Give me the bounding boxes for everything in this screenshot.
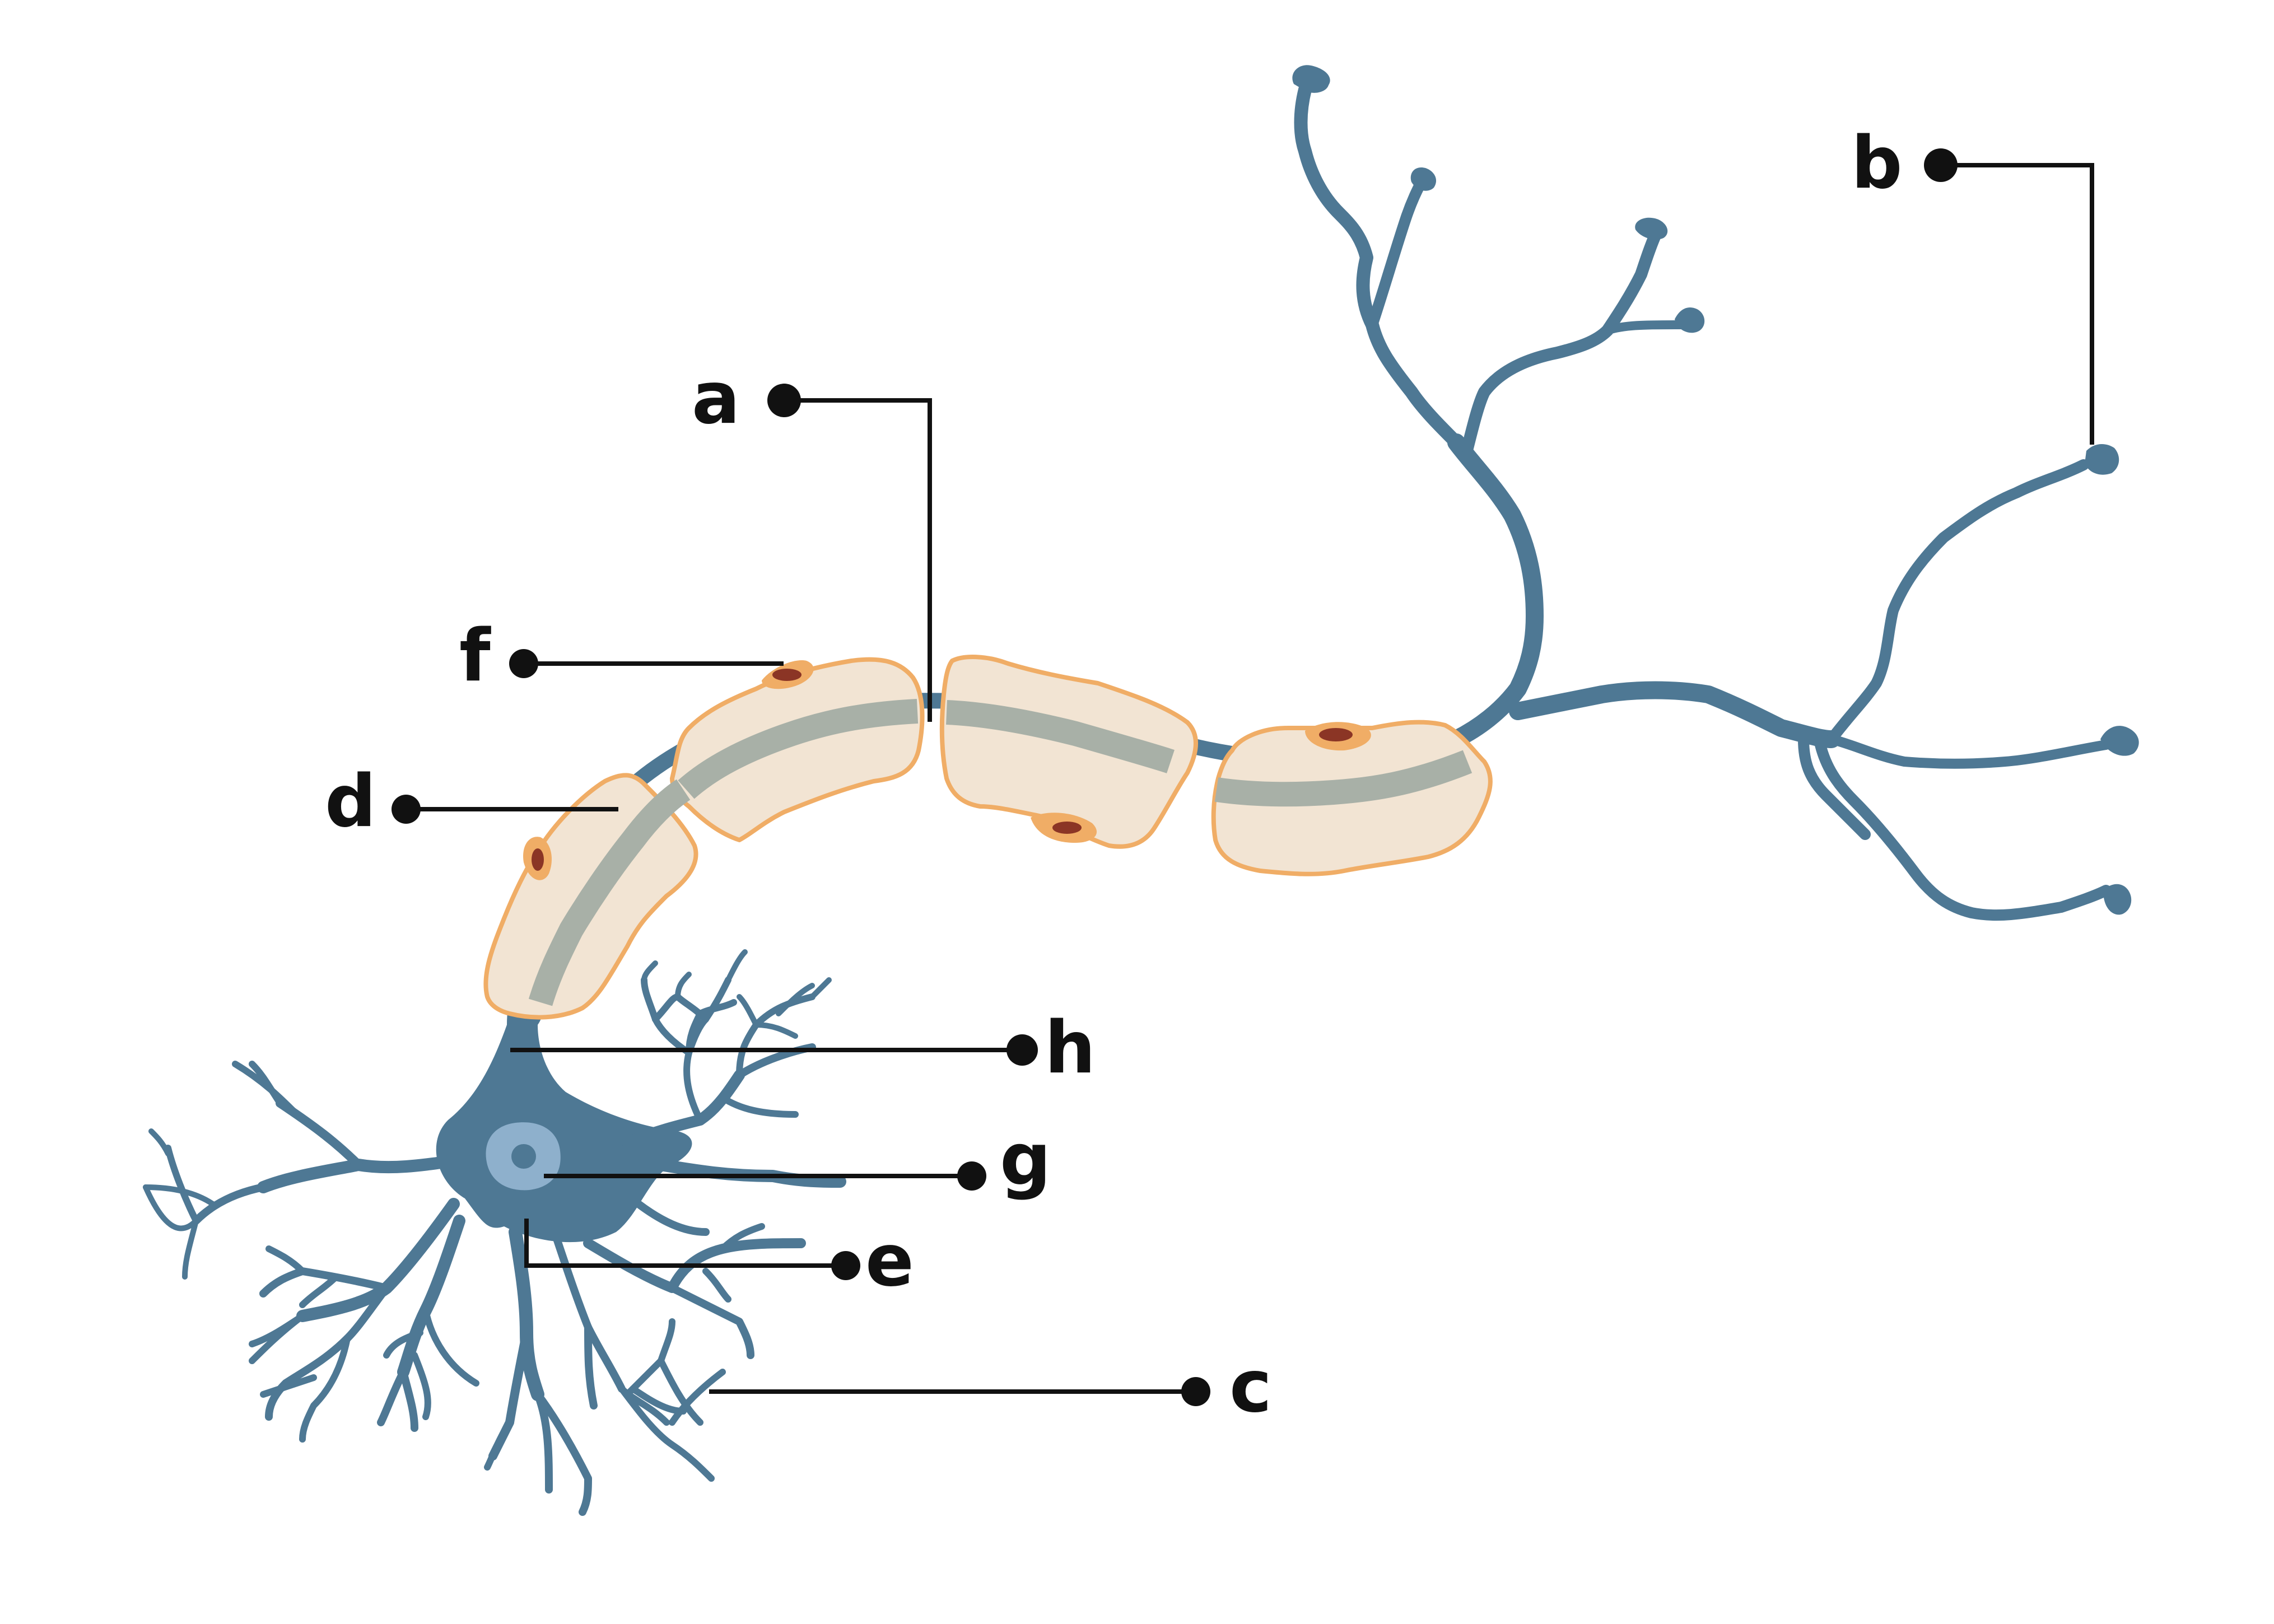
label-f-text: f — [459, 614, 491, 698]
label-d-text: d — [325, 760, 376, 843]
cell-body — [436, 1025, 692, 1243]
schwann-nucleus-3 — [1031, 813, 1097, 843]
label-a-text: a — [692, 357, 740, 440]
label-e-text: e — [865, 1219, 914, 1303]
label-g: g — [544, 1118, 1051, 1202]
label-g-text: g — [1000, 1118, 1051, 1202]
myelin-segment-2 — [670, 657, 925, 842]
myelin-segment-3 — [939, 655, 1198, 849]
label-e: e — [524, 1219, 914, 1303]
labels: a b f d h g — [325, 122, 2094, 1429]
label-a: a — [692, 357, 932, 722]
label-d: d — [325, 760, 618, 843]
label-c-text: c — [1229, 1345, 1272, 1429]
synaptic-terminals — [1292, 65, 2139, 915]
schwann-nucleus-4 — [1305, 722, 1371, 751]
label-c: c — [709, 1345, 1272, 1429]
axon-core — [528, 699, 1472, 1006]
schwann-cell-nuclei — [523, 660, 1371, 880]
label-b: b — [1851, 122, 2094, 445]
dendrites — [143, 949, 846, 1516]
schwann-nucleus-2 — [762, 660, 814, 689]
schwann-nucleus-1 — [523, 837, 552, 880]
label-h: h — [510, 1006, 1096, 1090]
label-b-text: b — [1851, 122, 1903, 205]
axon-terminals — [1294, 83, 2112, 921]
neuron — [143, 65, 2139, 1516]
label-h-text: h — [1045, 1006, 1096, 1090]
cell-nucleus — [486, 1122, 561, 1191]
label-f: f — [459, 614, 784, 698]
